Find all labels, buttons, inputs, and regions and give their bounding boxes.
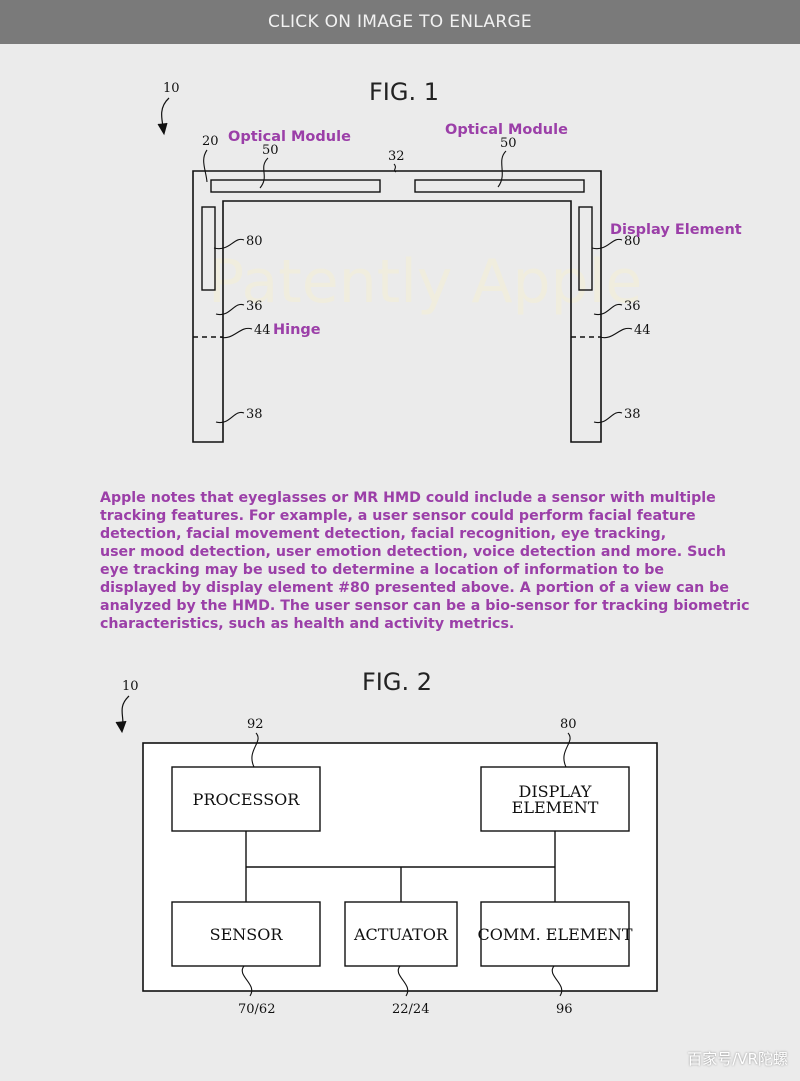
source-credit: 百家号/VR陀螺: [687, 1050, 788, 1068]
enlarge-banner-text: CLICK ON IMAGE TO ENLARGE: [268, 12, 532, 32]
actuator-ref: 22/24: [392, 1002, 429, 1017]
processor-ref: 92: [247, 717, 264, 732]
description-line: user mood detection, user emotion detect…: [100, 544, 726, 560]
fig1-diagram: Patently Apple 10 20 32 50 50 80 80 36 3…: [157, 81, 742, 443]
sensor-ref: 70/62: [238, 1002, 275, 1017]
description-paragraph: Apple notes that eyeglasses or MR HMD co…: [100, 489, 750, 633]
fig1-title: FIG. 1: [369, 78, 440, 106]
sensor-block: SENSOR: [171, 901, 321, 967]
processor-label: PROCESSOR: [193, 790, 301, 809]
description-line: eye tracking may be used to determine a …: [100, 562, 665, 578]
fig1-ref-arm-left: 38: [246, 407, 263, 422]
comm-element-label: COMM. ELEMENT: [477, 925, 632, 944]
comm-element-ref: 96: [556, 1002, 573, 1017]
fig1-ref-bridge: 32: [388, 149, 405, 164]
fig2-ref-device: 10: [122, 680, 139, 694]
actuator-block: ACTUATOR: [344, 901, 458, 967]
fig1-ref-display-left: 80: [246, 234, 263, 249]
fig2-title: FIG. 2: [362, 668, 433, 696]
display-element-label-line1: DISPLAY: [519, 782, 592, 801]
fig1-ref-optical-left: 50: [262, 143, 279, 158]
fig1-ref-display-right: 80: [624, 234, 641, 249]
comm-element-block: COMM. ELEMENT: [477, 901, 633, 967]
description-line: characteristics, such as health and acti…: [100, 616, 515, 632]
frame-outline: [192, 170, 602, 443]
processor-block: PROCESSOR: [171, 766, 321, 832]
enlarge-banner[interactable]: CLICK ON IMAGE TO ENLARGE: [0, 0, 800, 44]
fig1-ref-temple-right: 36: [624, 299, 641, 314]
fig1-ref-frame: 20: [202, 134, 219, 149]
fig1-ref-device: 10: [163, 81, 180, 96]
fig1-ref-hinge-left: 44: [254, 323, 271, 338]
callout-display-element: Display Element: [610, 222, 742, 238]
watermark-text: Patently Apple: [208, 247, 642, 317]
fig1-ref-arm-right: 38: [624, 407, 641, 422]
fig1-ref-temple-left: 36: [246, 299, 263, 314]
display-element-label-line2: ELEMENT: [512, 798, 599, 817]
sensor-label: SENSOR: [210, 925, 284, 944]
actuator-label: ACTUATOR: [353, 925, 449, 944]
display-element-block: DISPLAY ELEMENT: [480, 766, 630, 832]
callout-hinge: Hinge: [273, 322, 321, 338]
callout-optical-module-right: Optical Module: [445, 122, 568, 138]
description-line: Apple notes that eyeglasses or MR HMD co…: [100, 490, 716, 506]
optical-module-right: [414, 179, 585, 193]
display-element-ref: 80: [560, 717, 577, 732]
description-line: displayed by display element #80 present…: [100, 580, 729, 596]
fig2-diagram: 10 PROCESSOR 92 DISPLAY ELEMENT 80 SENSO…: [115, 680, 658, 1017]
description-line: analyzed by the HMD. The user sensor can…: [100, 598, 750, 614]
fig1-ref-optical-right: 50: [500, 136, 517, 151]
description-line: detection, facial movement detection, fa…: [100, 526, 667, 542]
description-line: tracking features. For example, a user s…: [100, 508, 696, 524]
fig1-ref-hinge-right: 44: [634, 323, 651, 338]
callout-optical-module-left: Optical Module: [228, 129, 351, 145]
optical-module-left: [210, 179, 381, 193]
